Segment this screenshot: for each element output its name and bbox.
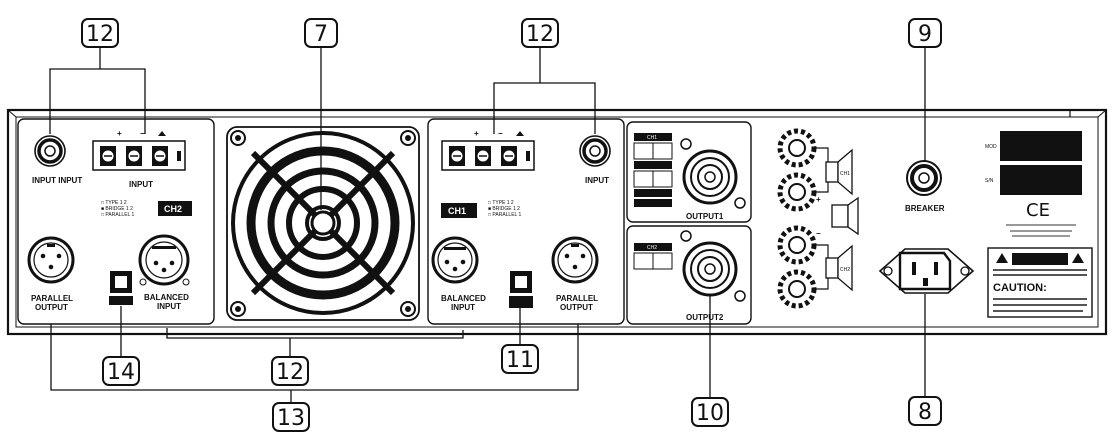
- ch1-input-label: INPUT: [585, 176, 609, 185]
- svg-text:14: 14: [107, 360, 135, 385]
- svg-text:□ PARALLEL 1: □ PARALLEL 1: [101, 212, 135, 218]
- output2-pinout-table: CH2: [633, 243, 673, 270]
- svg-text:8: 8: [918, 400, 932, 425]
- callout-12-bottom: 12: [271, 356, 309, 386]
- ch2-balanced-input-label-1: BALANCED: [144, 293, 189, 302]
- ch1-panel: + − INPUT CH1 □ TYPE 1 2 ■ BRIDGE 1 2 □ …: [427, 118, 625, 325]
- output2-label: OUTPUT2: [686, 313, 724, 322]
- ch2-balanced-input-xlr[interactable]: [138, 234, 190, 286]
- callout-7: 7: [304, 18, 338, 48]
- svg-text:12: 12: [276, 360, 304, 385]
- ce-mark: CE: [1026, 200, 1050, 221]
- speaker-ch2-tag: CH2: [840, 267, 850, 273]
- ch2-parallel-output-xlr[interactable]: [27, 236, 75, 284]
- output1-panel: CH1 OUTPUT1: [626, 121, 752, 223]
- caution-label: CAUTION:: [987, 247, 1093, 318]
- svg-text:7: 7: [314, 22, 328, 47]
- svg-text:13: 13: [277, 406, 305, 431]
- svg-text:+: +: [117, 129, 122, 138]
- svg-text:■ BRIDGE 1 2: ■ BRIDGE 1 2: [101, 206, 133, 212]
- callout-10: 10: [691, 397, 729, 427]
- svg-text:+: +: [816, 195, 821, 204]
- ce-fineprint: [1006, 224, 1076, 237]
- ch1-parallel-output-label-2: OUTPUT: [560, 303, 593, 312]
- svg-text:−: −: [140, 129, 145, 138]
- svg-text:10: 10: [696, 401, 724, 426]
- ch2-mode-text: □ TYPE 1 2 ■ BRIDGE 1 2 □ PARALLEL 1: [101, 200, 135, 218]
- svg-text:■ BRIDGE 1 2: ■ BRIDGE 1 2: [488, 206, 520, 212]
- ch1-parallel-output-label-1: PARALLEL: [556, 294, 598, 303]
- callout-9: 9: [908, 18, 942, 48]
- svg-text:−: −: [498, 129, 503, 138]
- ch2-ground-lift-switch[interactable]: [109, 271, 133, 305]
- ch1-input-terminal-block[interactable]: [441, 140, 535, 171]
- output1-pinout-table: CH1: [633, 133, 673, 207]
- breaker[interactable]: [906, 160, 942, 196]
- output2-speakon-connector[interactable]: [680, 230, 746, 302]
- iec-power-inlet[interactable]: [878, 248, 975, 294]
- callout-13: 13: [272, 402, 310, 432]
- svg-text:CH1: CH1: [448, 206, 466, 216]
- ch2-balanced-input-label-2: INPUT: [157, 302, 181, 311]
- callout-8: 8: [908, 396, 942, 426]
- ch2-trs-input-jack[interactable]: [34, 135, 66, 167]
- speaker-wiring-diagram: CH1 + − CH2: [815, 147, 859, 292]
- ch1-balanced-input-xlr[interactable]: [431, 236, 479, 284]
- output2-panel: CH2 OUTPUT2: [626, 225, 752, 325]
- ch2-parallel-output-label-1: PARALLEL: [31, 294, 73, 303]
- callout-14: 14: [102, 356, 140, 386]
- serial-plate: S/N: [985, 165, 1082, 195]
- ch1-badge: CH1: [441, 203, 477, 218]
- callout-11: 11: [501, 344, 539, 374]
- ch1-mode-text: □ TYPE 1 2 ■ BRIDGE 1 2 □ PARALLEL 1: [488, 200, 522, 218]
- model-plate: MOD: [985, 131, 1082, 161]
- ch1-ground-lift-switch[interactable]: [509, 271, 533, 308]
- svg-text:CH1: CH1: [647, 135, 657, 141]
- ch2-terminal-polarity-marks: + −: [117, 129, 166, 138]
- breaker-label: BREAKER: [905, 204, 945, 213]
- ch1-balanced-input-label-1: BALANCED: [441, 294, 486, 303]
- binding-posts-ch2[interactable]: [777, 225, 817, 309]
- svg-text:+: +: [474, 129, 479, 138]
- ch2-input-terminal-block[interactable]: [92, 140, 186, 171]
- ch1-terminal-polarity-marks: + −: [474, 129, 524, 138]
- ch2-input-label: INPUT: [129, 180, 153, 189]
- chassis: [6, 108, 1108, 336]
- svg-text:CH2: CH2: [164, 204, 182, 214]
- speaker-ch1-tag: CH1: [840, 171, 850, 177]
- ch1-trs-input-jack[interactable]: [579, 135, 611, 167]
- ch2-parallel-output-label-2: OUTPUT: [35, 303, 68, 312]
- callout-12-left: 12: [81, 18, 119, 48]
- svg-text:CAUTION:: CAUTION:: [993, 282, 1047, 294]
- ch2-panel: INPUT INPUT + − INPUT □ TYPE 1 2 ■ BRIDG…: [17, 118, 215, 325]
- ch1-balanced-input-label-2: INPUT: [451, 303, 475, 312]
- ch2-input-input-label: INPUT INPUT: [32, 176, 82, 185]
- svg-text:S/N: S/N: [985, 178, 994, 184]
- svg-text:12: 12: [526, 22, 554, 47]
- svg-text:CH2: CH2: [647, 245, 657, 251]
- callout-12-mid: 12: [521, 18, 559, 48]
- ch2-badge: CH2: [158, 201, 192, 216]
- svg-text:9: 9: [918, 22, 932, 47]
- output1-speakon-connector[interactable]: [680, 138, 746, 209]
- fan-screws: [230, 130, 416, 317]
- callout-leader-lines: [49, 47, 926, 403]
- output1-label: OUTPUT1: [686, 212, 724, 221]
- svg-text:12: 12: [86, 22, 114, 47]
- svg-text:□ PARALLEL 1: □ PARALLEL 1: [488, 212, 522, 218]
- binding-posts-ch1[interactable]: [777, 128, 817, 212]
- svg-text:−: −: [816, 229, 821, 238]
- svg-text:MOD: MOD: [985, 144, 997, 150]
- svg-text:□ TYPE 1 2: □ TYPE 1 2: [101, 200, 127, 206]
- cooling-fan: [226, 126, 420, 321]
- svg-text:□ TYPE 1 2: □ TYPE 1 2: [488, 200, 514, 206]
- ch1-parallel-output-xlr[interactable]: [551, 236, 599, 284]
- svg-text:11: 11: [506, 348, 534, 373]
